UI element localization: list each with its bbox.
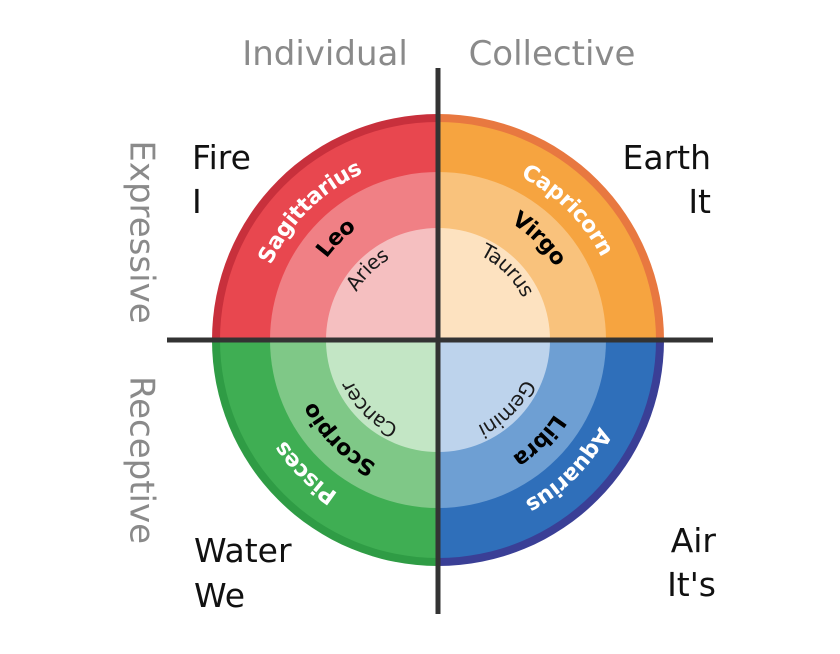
pronoun-water: We [194,576,245,615]
air-inner-ring [438,340,550,452]
label-receptive: Receptive [122,376,162,544]
fire-inner-ring [326,228,438,340]
air-quadrant [438,340,664,566]
element-earth: Earth [623,138,712,177]
pronoun-fire: I [192,182,202,221]
element-air: Air [671,521,717,560]
earth-quadrant [438,114,664,340]
label-expressive: Expressive [122,140,162,323]
earth-inner-ring [438,228,550,340]
label-individual: Individual [242,34,408,74]
pronoun-earth: It [688,182,711,221]
element-fire: Fire [192,138,251,177]
pronoun-air: It's [667,565,716,604]
water-quadrant [212,340,438,566]
water-inner-ring [326,340,438,452]
label-collective: Collective [469,34,636,74]
fire-quadrant [212,114,438,340]
element-water: Water [194,531,292,570]
